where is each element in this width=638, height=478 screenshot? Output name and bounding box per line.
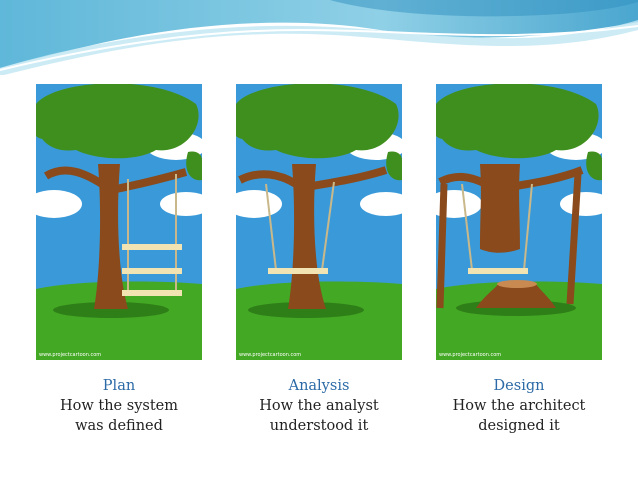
plan-illustration	[36, 84, 202, 360]
analysis-title: Analysis	[288, 378, 350, 394]
analysis-description-line-2: understood it	[269, 418, 369, 434]
watermark-text: www.projectcartoon.com	[439, 352, 502, 358]
watermark-text: www.projectcartoon.com	[239, 352, 302, 358]
header-wave-banner	[0, 0, 638, 75]
plan-description-line-2: was defined	[75, 418, 163, 434]
analysis-description-line-1: How the analyst	[259, 398, 379, 414]
design-caption: Design How the architect designed it	[419, 376, 619, 436]
watermark-text: www.projectcartoon.com	[39, 352, 102, 358]
plan-caption: Plan How the system was defined	[19, 376, 219, 436]
design-title: Design	[493, 378, 545, 394]
analysis-caption: Analysis How the analyst understood it	[219, 376, 419, 436]
analysis-panel: www.projectcartoon.com	[236, 84, 402, 360]
plan-title: Plan	[102, 378, 136, 394]
analysis-illustration	[236, 84, 402, 360]
design-description-line-1: How the architect	[452, 398, 586, 414]
design-description-line-2: designed it	[478, 418, 560, 434]
plan-panel: www.projectcartoon.com	[36, 84, 202, 360]
design-illustration	[436, 84, 602, 360]
plan-description-line-1: How the system	[60, 398, 178, 414]
design-panel: www.projectcartoon.com	[436, 84, 602, 360]
